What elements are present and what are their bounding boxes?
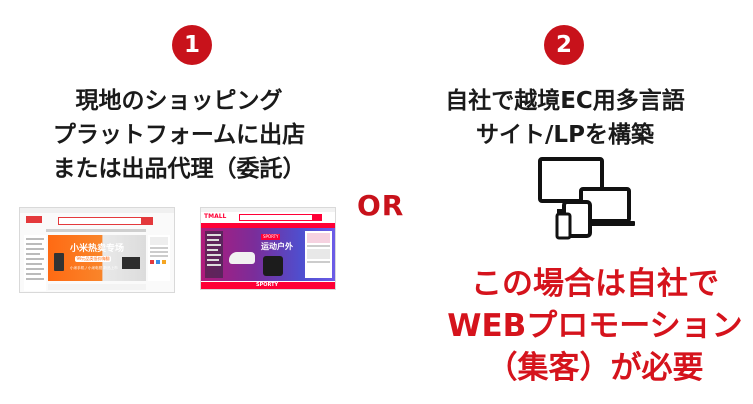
right-promo-panel	[148, 235, 170, 281]
left-title-line-2: プラットフォームに出店	[52, 122, 306, 148]
apparel-product-image	[263, 256, 283, 276]
hero-banner: 小米热卖专场 99元品类低价嗨翻 小米手机 / 小米电视 新品上市	[48, 235, 146, 281]
phone-product-image	[54, 253, 64, 271]
tmall-banner-tag: SPORTY	[261, 234, 281, 240]
step-number-1: 1	[183, 32, 200, 58]
left-title-line-3: または出品代理（委託）	[52, 156, 306, 182]
marketplace-screenshot-1: 小米热卖专场 99元品类低价嗨翻 小米手机 / 小米电视 新品上市	[20, 208, 174, 292]
tmall-category-list	[205, 231, 223, 278]
tmall-logo: TMALL	[204, 213, 227, 220]
multi-device-icon	[538, 157, 635, 240]
step-number-badge-2: 2	[544, 25, 584, 65]
conclusion-line-1: この場合は自社で	[471, 266, 719, 302]
left-title-line-1: 現地のショッピング	[75, 88, 283, 114]
tmall-banner-title: 运动户外	[261, 242, 293, 251]
marketplace-screenshot-2: TMALL SPORTY 运动户外 SPORTY	[201, 208, 335, 289]
left-title: 現地のショッピング プラットフォームに出店 または出品代理（委託）	[20, 84, 338, 186]
shoe-product-image	[229, 252, 255, 264]
or-label: OR	[357, 189, 405, 222]
marketplace-logo	[26, 216, 42, 223]
tmall-hero-banner: SPORTY 运动户外	[201, 228, 335, 281]
hero-banner-title: 小米热卖专场	[70, 244, 125, 254]
tmall-side-panel	[305, 231, 332, 278]
marketplace-search-bar	[58, 217, 142, 225]
conclusion-text: この場合は自社で WEBプロモーション （集客）が必要	[440, 263, 750, 389]
conclusion-line-2: WEBプロモーション	[447, 308, 743, 344]
hero-banner-badge: 99元品类低价嗨翻	[75, 256, 111, 262]
category-sidebar	[24, 235, 46, 291]
tv-product-image	[122, 257, 140, 269]
step-number-2: 2	[555, 32, 572, 58]
step-number-badge-1: 1	[172, 25, 212, 65]
conclusion-line-3: （集客）が必要	[486, 350, 704, 386]
right-title-line-1: 自社で越境EC用多言語	[445, 88, 685, 114]
right-title-line-2: サイト/LPを構築	[476, 122, 654, 148]
tmall-footer-strip: SPORTY	[201, 282, 335, 289]
right-title: 自社で越境EC用多言語 サイト/LPを構築	[415, 84, 715, 152]
tmall-search-bar	[239, 214, 313, 221]
tmall-nav-bar	[201, 223, 335, 228]
hero-banner-sub: 小米手机 / 小米电视 新品上市	[70, 266, 118, 270]
tmall-footer-brand: SPORTY	[256, 282, 279, 288]
